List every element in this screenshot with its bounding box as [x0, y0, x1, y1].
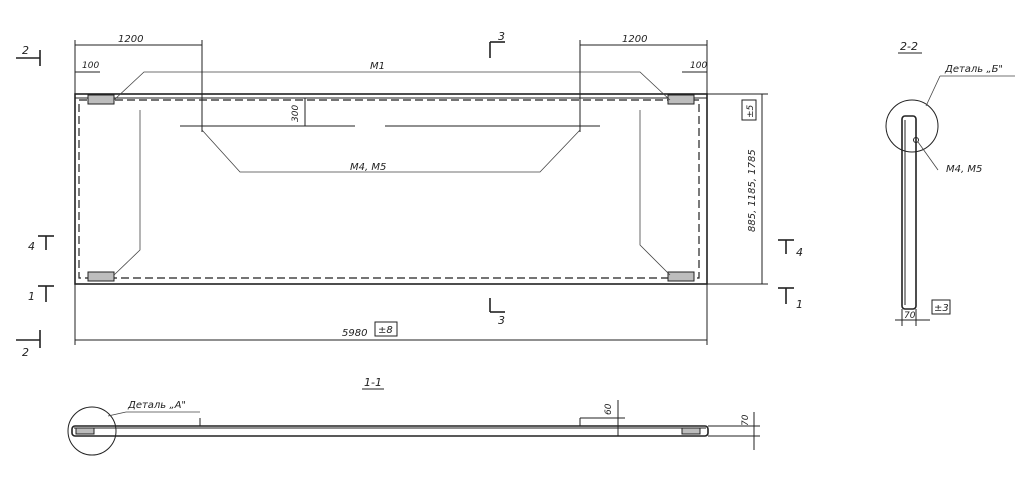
svg-text:3: 3 [498, 30, 505, 43]
dashed-inner-contour [78, 99, 700, 279]
detail-a-label: Деталь „А" [127, 400, 186, 411]
detail-b-leader [925, 75, 941, 107]
dim-height-label: 885, 1185, 1785 [747, 149, 758, 232]
m4m5-side-leader [917, 141, 939, 171]
m1-label: M1 [370, 61, 385, 72]
detail-b-circle [885, 99, 939, 153]
section-slab [71, 425, 709, 437]
detail-a-leader [107, 411, 127, 417]
section-mark-1-right: 1 [778, 287, 803, 311]
section-mark-2-left: 2 [16, 44, 41, 66]
detail-b-label: Деталь „Б" [944, 64, 1003, 75]
plan-view: M4, M5 M1 300 1200 1200 100 100 5980 ±8 … [16, 30, 803, 359]
dim-1200-right-label: 1200 [622, 34, 647, 45]
tol-width-box [374, 321, 398, 337]
lifting-loop-top-left [87, 94, 115, 105]
section-mark-3-top: 3 [489, 30, 505, 58]
section-mark-1-left: 1 [28, 285, 54, 303]
dim-width-label: 5980 [342, 328, 367, 339]
dim-100-left: 100 [82, 61, 99, 71]
section-mark-3-bottom: 3 [489, 298, 505, 327]
offset-dim-label: 300 [291, 105, 301, 122]
tol-height-box [741, 99, 757, 121]
side-tol-label: ±3 [934, 303, 949, 314]
detail-a-circle [67, 406, 117, 456]
svg-text:2: 2 [22, 44, 29, 57]
dim-100-right: 100 [690, 61, 707, 71]
svg-text:4: 4 [796, 246, 803, 259]
dim-70-label: 70 [741, 414, 751, 426]
m4m5-leader [201, 129, 581, 173]
side-tol-box [931, 299, 951, 315]
section-1-1: 1-1 Деталь „А" 60 70 [67, 376, 760, 456]
slab-outline [74, 93, 708, 285]
svg-text:1: 1 [796, 298, 803, 311]
section-mark-4-right: 4 [778, 239, 803, 259]
lifting-loop-top-right [667, 94, 695, 105]
svg-text:4: 4 [28, 240, 35, 253]
lifting-loop-bottom-right [667, 271, 695, 282]
tol-height-label: ±5 [746, 104, 756, 118]
side-slab-outline [901, 115, 917, 310]
m4m5-marker [913, 137, 919, 143]
m1-leader-bottom-right [639, 110, 671, 276]
svg-text:2: 2 [22, 346, 29, 359]
dim-60-label: 60 [604, 403, 614, 415]
m1-leader [113, 71, 671, 101]
section-mark-2-bottom: 2 [16, 330, 41, 359]
side-view-title: 2-2 [900, 40, 918, 53]
side-view-2-2: 2-2 Деталь „Б" M4, M5 70 ±3 [885, 40, 1015, 326]
m4m5-label: M4, M5 [350, 162, 386, 173]
section-loop-right [681, 427, 701, 435]
section-mark-4-left: 4 [28, 235, 54, 253]
dim-1200-left-label: 1200 [118, 34, 143, 45]
section-1-title: 1-1 [364, 376, 382, 389]
m4m5-side-label: M4, M5 [946, 164, 982, 175]
section-loop-left [75, 427, 95, 435]
side-dim-label: 70 [904, 311, 916, 321]
svg-text:3: 3 [498, 314, 505, 327]
tol-width-label: ±8 [378, 325, 393, 336]
svg-text:1: 1 [28, 290, 35, 303]
m1-leader-bottom [113, 110, 141, 276]
lifting-loop-bottom-left [87, 271, 115, 282]
